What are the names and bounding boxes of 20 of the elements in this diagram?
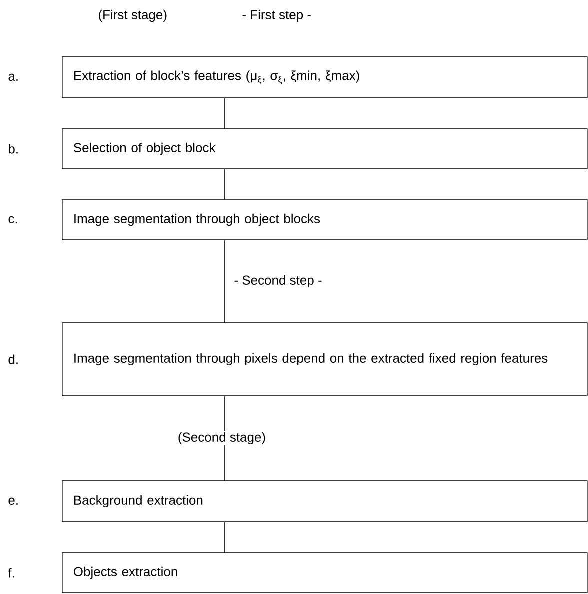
process-box: Image segmentation through pixels depend on the extracted fixed region features	[62, 322, 588, 396]
connector-line	[224, 98, 226, 129]
process-box: Extraction of block’s features (μ$_{ξ}$, σ$_{ξ}$, ξmin, ξmax)	[62, 56, 588, 98]
process-box: Image segmentation through object blocks	[62, 200, 588, 240]
process-box: Selection of object block	[62, 128, 588, 170]
step-letter: a.	[8, 74, 18, 82]
connector-line	[224, 522, 226, 553]
process-box: Background extraction	[62, 480, 588, 522]
edge-label: - Second step -	[234, 275, 322, 288]
connector-line	[224, 169, 226, 200]
process-box: Objects extraction	[62, 552, 588, 594]
stage-label: - First step -	[242, 10, 311, 22]
edge-label: (Second stage)	[176, 431, 268, 446]
step-letter: b.	[9, 144, 18, 154]
step-letter: f.	[8, 568, 14, 578]
connector-line	[224, 240, 226, 323]
step-letter: d.	[8, 354, 18, 364]
stage-label: (First stage)	[99, 10, 167, 22]
step-letter: c.	[8, 216, 18, 224]
step-letter: e.	[8, 498, 18, 506]
